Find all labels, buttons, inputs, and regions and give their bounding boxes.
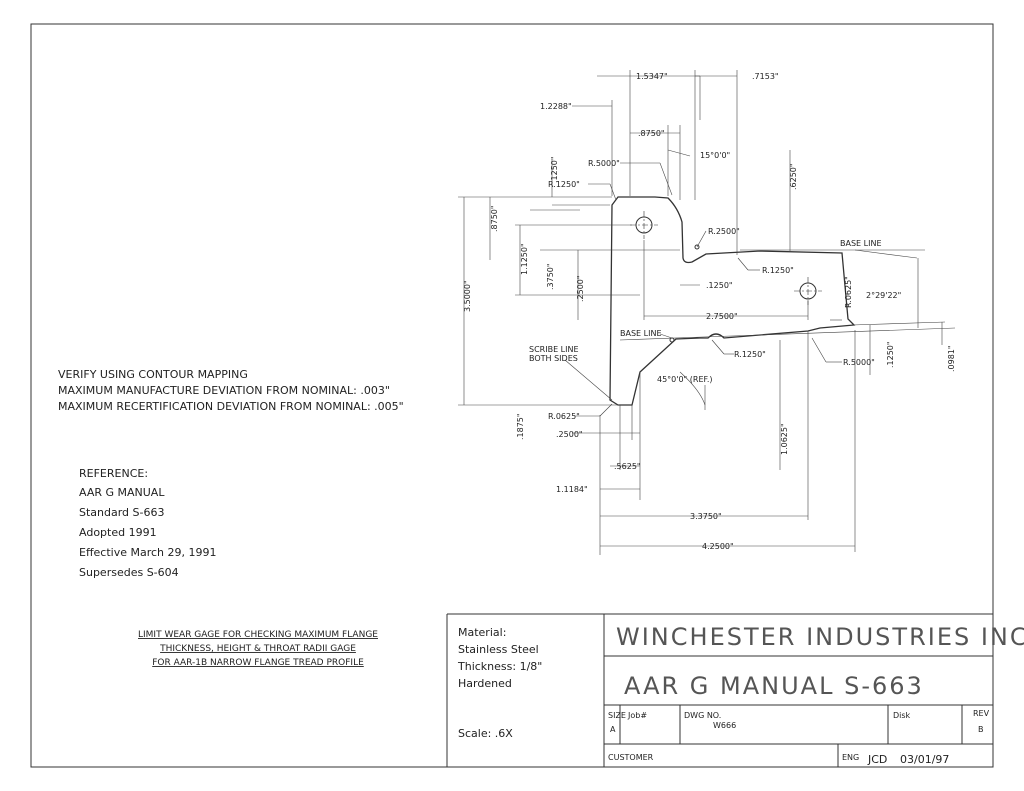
dim-0-1250-right: .1250" [886,341,895,368]
dim-15-deg: 15°0'0" [700,151,730,160]
leader-lines [564,162,842,417]
dim-0-1875: .1875" [516,413,525,440]
verification-notes: VERIFY USING CONTOUR MAPPING MAXIMUM MAN… [58,368,404,413]
dim-0-1250-top: .1250" [550,156,559,183]
title-block [446,613,993,767]
drawing-number-value: W666 [713,721,736,730]
dim-2-29-22: 2°29'22" [866,291,901,300]
hardened-note: Hardened [458,677,512,690]
gage-outline [609,196,856,406]
dim-r-0-5000-top: R.5000" [588,159,620,168]
scale-value: Scale: .6X [458,727,513,740]
scribe-line-label: SCRIBE LINE [529,345,579,354]
dim-r-0-1250-notch: R.1250" [734,350,766,359]
size-value: A [610,725,616,734]
dim-0-5625: .5625" [614,462,641,471]
dim-r-0-0625-bottom: R.0625" [548,412,580,421]
description-line-1: LIMIT WEAR GAGE FOR CHECKING MAXIMUM FLA… [138,630,378,640]
dim-r-0-5000-bottom: R.5000" [843,358,875,367]
engineer-initials: JCD [867,753,887,766]
dim-1-1184: 1.1184" [556,485,588,494]
description-line-3: FOR AAR-1B NARROW FLANGE TREAD PROFILE [152,658,364,668]
engineer-label: ENG [842,753,859,762]
job-number-label: Job# [627,711,647,720]
reference-effective: Effective March 29, 1991 [79,546,217,559]
dim-0-0981: .0981" [947,345,956,372]
note-manufacture-deviation: MAXIMUM MANUFACTURE DEVIATION FROM NOMIN… [58,384,390,397]
material-label: Material: [458,626,506,639]
base-line-lower-label: BASE LINE [620,329,662,338]
dim-1-2288: 1.2288" [540,102,572,111]
dim-0-2500-left: .2500" [576,275,585,302]
dim-3-3750: 3.3750" [690,512,722,521]
gage-description: LIMIT WEAR GAGE FOR CHECKING MAXIMUM FLA… [138,630,378,668]
dim-r-0-1250-upper-left: R.1250" [548,180,580,189]
scribe-mark [669,337,675,343]
reference-notes: REFERENCE: AAR G MANUAL Standard S-663 A… [79,467,217,579]
revision-label: REV [973,709,990,718]
dim-0-3750: .3750" [546,263,555,290]
company-name: WINCHESTER INDUSTRIES INC. [616,623,1024,651]
drawing-date: 03/01/97 [900,753,949,766]
dim-r-0-0625-right: R.0625" [844,276,853,308]
note-verify: VERIFY USING CONTOUR MAPPING [58,368,248,381]
dim-0-7153: .7153" [752,72,779,81]
dimension-labels: 1.5347" .7153" 1.2288" .8750" 15°0'0" R.… [463,72,956,551]
title-block-text: Material: Stainless Steel Thickness: 1/8… [457,623,1024,766]
dim-1-5347: 1.5347" [636,72,668,81]
dim-0-6250: .6250" [789,163,798,190]
drawing-number-label: DWG NO. [684,711,721,720]
reference-supersedes: Supersedes S-604 [79,566,179,579]
size-label: SIZE [608,711,626,720]
dim-0-8750-left: .8750" [490,205,499,232]
dim-3-5000: 3.5000" [463,280,472,312]
reference-adopted: Adopted 1991 [79,526,157,539]
dim-45-deg: 45°0'0" (REF.) [657,375,713,384]
revision-value: B [978,725,984,734]
reference-manual: AAR G MANUAL [79,486,165,499]
base-line-upper-label: BASE LINE [840,239,882,248]
gage-drawing [609,196,856,406]
dim-r-0-1250-mid: R.1250" [762,266,794,275]
dimension-lines [458,70,956,555]
dim-4-2500: 4.2500" [702,542,734,551]
reference-standard: Standard S-663 [79,506,165,519]
drawing-title: AAR G MANUAL S-663 [624,672,924,700]
dim-r-0-2500: R.2500" [708,227,740,236]
customer-label: CUSTOMER [608,753,654,762]
dim-0-2500-bottom: .2500" [556,430,583,439]
reference-heading: REFERENCE: [79,467,148,480]
dim-1-1250: 1.1250" [520,243,529,275]
dim-0-1250-mid: .1250" [706,281,733,290]
dim-2-7500: 2.7500" [706,312,738,321]
thickness-value: Thickness: 1/8" [457,660,542,673]
pivot-mark [694,244,700,250]
material-value: Stainless Steel [458,643,539,656]
sheet-border [30,23,994,768]
scribe-line-sides-label: BOTH SIDES [529,354,578,363]
disk-label: Disk [893,711,911,720]
dim-1-0625: 1.0625" [780,423,789,455]
dim-0-8750-top: .8750" [638,129,665,138]
note-recertification-deviation: MAXIMUM RECERTIFICATION DEVIATION FROM N… [58,400,404,413]
description-line-2: THICKNESS, HEIGHT & THROAT RADII GAGE [159,644,356,654]
